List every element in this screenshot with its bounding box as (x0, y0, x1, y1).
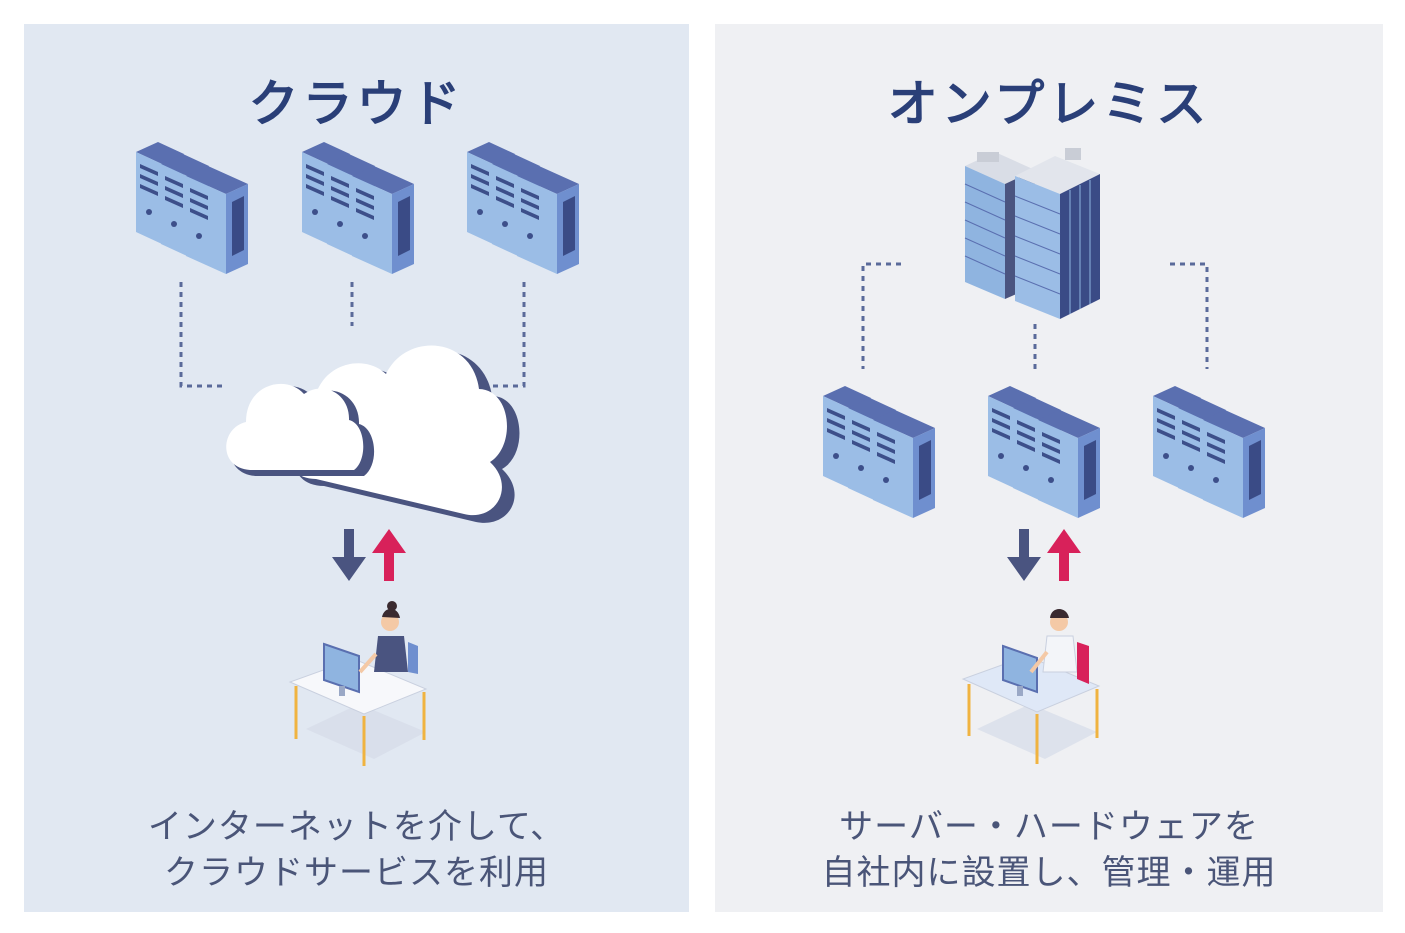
onprem-title: オンプレミス (887, 75, 1211, 133)
cloud-caption-line1: インターネットを介して、 (147, 807, 566, 847)
connector-lines (861, 262, 1209, 369)
cloud-icon (226, 345, 520, 523)
server-rack-icon (988, 386, 1100, 518)
up-down-arrows-icon (1007, 529, 1081, 581)
cloud-title: クラウド (248, 75, 465, 133)
server-rack-icon (136, 142, 248, 274)
cloud-caption-line2: クラウドサービスを利用 (164, 853, 549, 893)
onprem-caption-line2: 自社内に設置し、管理・運用 (821, 853, 1277, 893)
onprem-caption: サーバー・ハードウェアを 自社内に設置し、管理・運用 (715, 804, 1383, 896)
man-at-desk-icon (961, 609, 1101, 764)
onprem-panel: オンプレミス (715, 24, 1383, 912)
server-rack-icon (1153, 386, 1265, 518)
office-building-icon (964, 148, 1100, 319)
woman-at-desk-icon (288, 601, 428, 766)
onprem-caption-line1: サーバー・ハードウェアを (839, 807, 1259, 847)
server-rack-icon (823, 386, 935, 518)
server-rack-icon (467, 142, 579, 274)
onprem-illustration (715, 148, 1383, 764)
server-rack-icon (302, 142, 414, 274)
up-down-arrows-icon (332, 529, 406, 581)
cloud-illustration (24, 24, 689, 766)
cloud-caption: インターネットを介して、 クラウドサービスを利用 (24, 804, 689, 896)
cloud-panel: クラウド (24, 24, 689, 912)
connector-lines (179, 282, 526, 388)
